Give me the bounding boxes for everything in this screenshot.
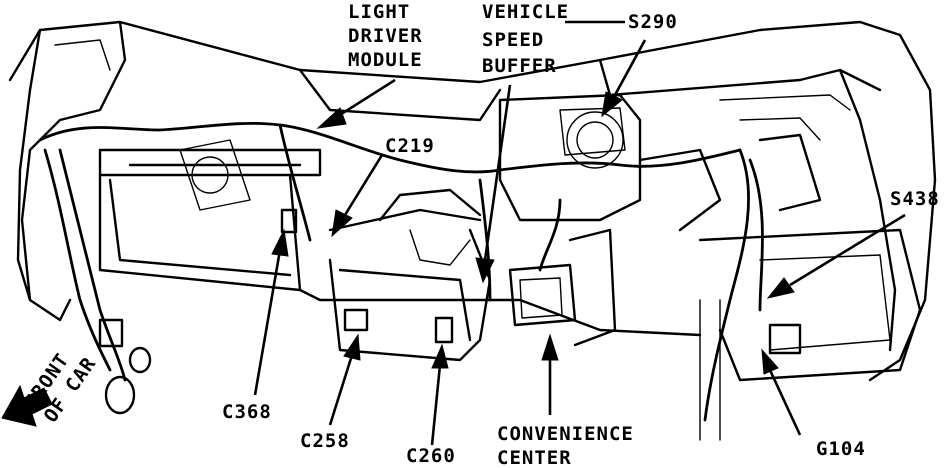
- label-light-driver-module-1: LIGHT: [348, 1, 410, 23]
- label-convenience-center-2: CENTER: [497, 447, 572, 468]
- label-c258: C258: [300, 430, 350, 452]
- front-arrow-icon: [1, 384, 53, 427]
- c258-connector: [343, 308, 369, 332]
- c368-connector: [280, 208, 298, 234]
- label-light-driver-module-3: MODULE: [348, 49, 423, 71]
- label-light-driver-module-2: DRIVER: [348, 25, 423, 47]
- label-s290: S290: [628, 11, 678, 33]
- label-vehicle-speed-buffer-3: BUFFER: [482, 55, 557, 77]
- label-c368: C368: [222, 401, 272, 423]
- leader-lines: [1, 20, 906, 446]
- label-vehicle-speed-buffer-2: SPEED: [482, 29, 544, 51]
- label-c219: C219: [385, 135, 435, 157]
- labels: LIGHT DRIVER MODULE VEHICLE SPEED BUFFER…: [20, 1, 940, 468]
- label-convenience-center-1: CONVENIENCE: [497, 423, 634, 445]
- wiring-harness: [38, 121, 802, 441]
- label-c260: C260: [406, 445, 456, 467]
- label-s438: S438: [890, 188, 940, 210]
- label-g104: G104: [816, 438, 866, 460]
- instrument-panel-drawing: [8, 20, 937, 382]
- harness-connector: [98, 318, 124, 348]
- g104-ground: [768, 323, 802, 355]
- c260-connector: [434, 316, 454, 344]
- label-vehicle-speed-buffer-1: VEHICLE: [482, 1, 569, 23]
